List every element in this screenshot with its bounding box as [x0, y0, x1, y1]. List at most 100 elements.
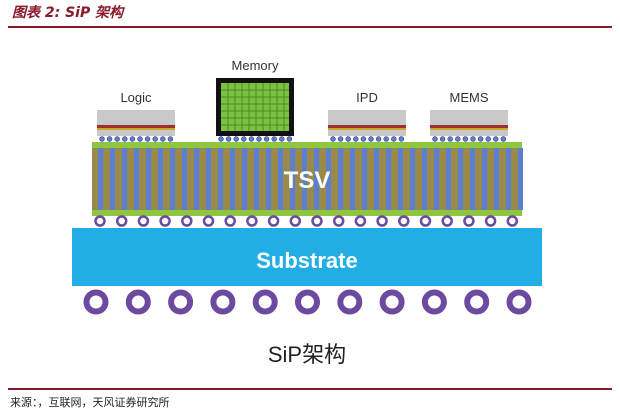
memory-grid [221, 83, 289, 131]
tsv-via [386, 148, 391, 210]
tsv-via [494, 148, 499, 210]
tsv-interposer [92, 142, 523, 216]
diagram-caption: SiP架构 [268, 342, 346, 367]
micro-bump [455, 136, 461, 142]
micro-bump [360, 136, 367, 142]
tsv-via [218, 148, 223, 210]
tsv-via [194, 148, 199, 210]
micro-bump [337, 136, 344, 142]
micro-bump [439, 136, 446, 142]
c4-bump [332, 215, 345, 227]
micro-bump [218, 136, 224, 142]
tsv-via [110, 148, 115, 210]
micro-bump [375, 136, 382, 142]
micro-bump [233, 136, 239, 142]
micro-bump [368, 136, 374, 142]
tsv-via [302, 148, 307, 210]
c4-bump [224, 215, 236, 227]
micro-bump [383, 136, 389, 142]
tsv-via [350, 148, 355, 210]
c4-bump [159, 215, 171, 227]
tsv-via [362, 148, 367, 210]
micro-bump [129, 136, 136, 142]
tsv-via [98, 148, 103, 210]
c4-bump [506, 215, 519, 227]
c4-bump [354, 215, 367, 227]
micro-bump [485, 136, 491, 142]
micro-bump [160, 136, 166, 142]
c4-bump [181, 215, 193, 227]
micro-bump [106, 136, 113, 142]
c4-bump [246, 215, 258, 227]
micro-bump [225, 136, 232, 142]
tsv-vias [98, 148, 523, 210]
solder-balls [83, 289, 532, 315]
micro-bump [493, 136, 499, 142]
micro-bump [279, 136, 285, 142]
solder-ball [337, 289, 363, 315]
micro-bump [477, 136, 484, 142]
micro-bumps [99, 136, 507, 142]
micro-bump [256, 136, 262, 142]
micro-bump [263, 136, 270, 142]
micro-bump [137, 136, 143, 142]
tsv-via [398, 148, 403, 210]
micro-bump [432, 136, 438, 142]
logic-label: Logic [120, 90, 152, 105]
c4-bump [419, 215, 432, 227]
solder-ball [421, 289, 447, 315]
solder-ball [379, 289, 405, 315]
micro-bump [114, 136, 120, 142]
c4-bump [484, 215, 497, 227]
tsv-label: TSV [284, 167, 331, 194]
tsv-via [482, 148, 487, 210]
micro-bump [345, 136, 351, 142]
micro-bump [500, 136, 507, 142]
ipd-chip [328, 110, 406, 136]
micro-bump [470, 136, 476, 142]
solder-ball [210, 289, 236, 315]
micro-bump [330, 136, 336, 142]
c4-bump [115, 215, 128, 227]
tsv-via [290, 148, 295, 210]
substrate-label: Substrate [256, 248, 357, 273]
tsv-via [470, 148, 475, 210]
micro-bump [447, 136, 453, 142]
bottom-rule [8, 388, 612, 390]
tsv-via [242, 148, 247, 210]
tsv-via [254, 148, 259, 210]
solder-ball [83, 289, 109, 315]
tsv-via [146, 148, 151, 210]
solder-ball [506, 289, 532, 315]
solder-ball [252, 289, 278, 315]
c4-bump [441, 215, 453, 227]
tsv-via [422, 148, 427, 210]
tsv-via [182, 148, 187, 210]
micro-bump [398, 136, 405, 142]
micro-bump [144, 136, 151, 142]
substrate [72, 228, 542, 286]
mems-label: MEMS [450, 90, 489, 105]
solder-ball [125, 289, 151, 315]
c4-bump [289, 215, 302, 227]
tsv-via [230, 148, 235, 210]
micro-bump [167, 136, 174, 142]
tsv-via [374, 148, 379, 210]
c4-bump [137, 215, 150, 227]
c4-bump [463, 215, 475, 227]
solder-ball [168, 289, 194, 315]
micro-bump [152, 136, 158, 142]
tsv-via [458, 148, 463, 210]
micro-bump [391, 136, 397, 142]
tsv-via [410, 148, 415, 210]
c4-bump [94, 215, 106, 227]
tsv-via [278, 148, 283, 210]
top-rule [8, 26, 612, 28]
c4-bumps [94, 215, 519, 227]
solder-ball [295, 289, 320, 315]
tsv-via [446, 148, 451, 210]
micro-bump [353, 136, 359, 142]
logic-chip [97, 110, 175, 136]
micro-bump [248, 136, 255, 142]
ipd-label: IPD [356, 90, 378, 105]
